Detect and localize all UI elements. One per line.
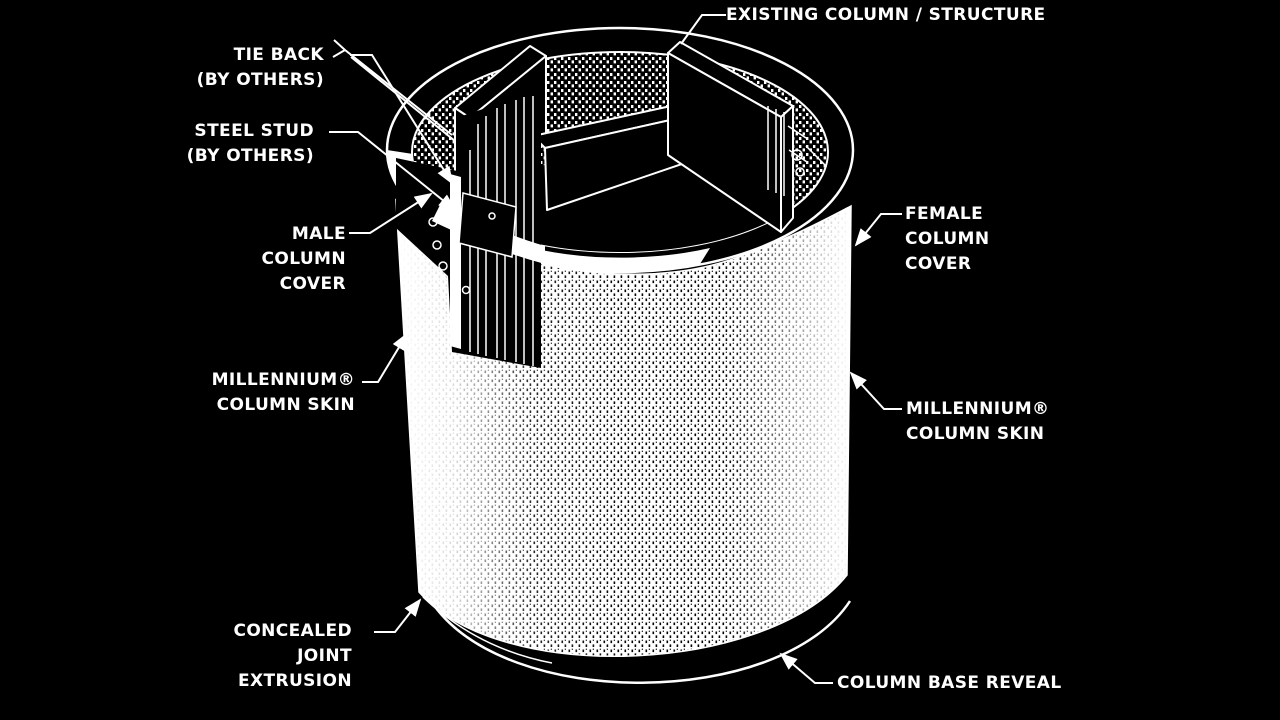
leader-female-cover — [854, 213, 902, 247]
leader-tie-back — [350, 54, 454, 185]
label-male-column-cover: MALE COLUMN COVER — [261, 224, 346, 294]
base-reveal-arc — [429, 600, 852, 684]
joint-detail — [332, 39, 545, 368]
label-millennium-column-skin-left: MILLENNIUM® COLUMN SKIN — [211, 370, 355, 415]
tie-back-bracket — [458, 192, 517, 258]
label-female-column-cover: FEMALE COLUMN COVER — [905, 204, 990, 274]
leader-millennium-right — [849, 371, 902, 410]
far-flange-end — [780, 105, 794, 233]
leader-male-cover — [349, 192, 433, 234]
label-tie-back: TIE BACK (BY OTHERS) — [196, 45, 324, 90]
leader-base-reveal — [779, 652, 833, 684]
leader-existing-column — [680, 14, 726, 45]
label-column-base-reveal: COLUMN BASE REVEAL — [837, 673, 1062, 693]
label-millennium-column-skin-right: MILLENNIUM® COLUMN SKIN — [906, 399, 1050, 444]
fastener-circles — [428, 212, 496, 295]
female-joint-hardware — [767, 106, 827, 196]
leader-concealed-joint — [374, 598, 422, 633]
leader-steel-stud — [329, 131, 457, 212]
leader-lines — [329, 14, 902, 684]
leader-millennium-left — [362, 332, 409, 383]
label-steel-stud: STEEL STUD (BY OTHERS) — [186, 121, 314, 166]
male-cover-strip — [450, 174, 461, 349]
tie-back-rod — [332, 39, 456, 142]
label-existing-column: EXISTING COLUMN / STRUCTURE — [726, 5, 1046, 25]
label-concealed-joint-extrusion: CONCEALED JOINT EXTRUSION — [233, 621, 352, 691]
